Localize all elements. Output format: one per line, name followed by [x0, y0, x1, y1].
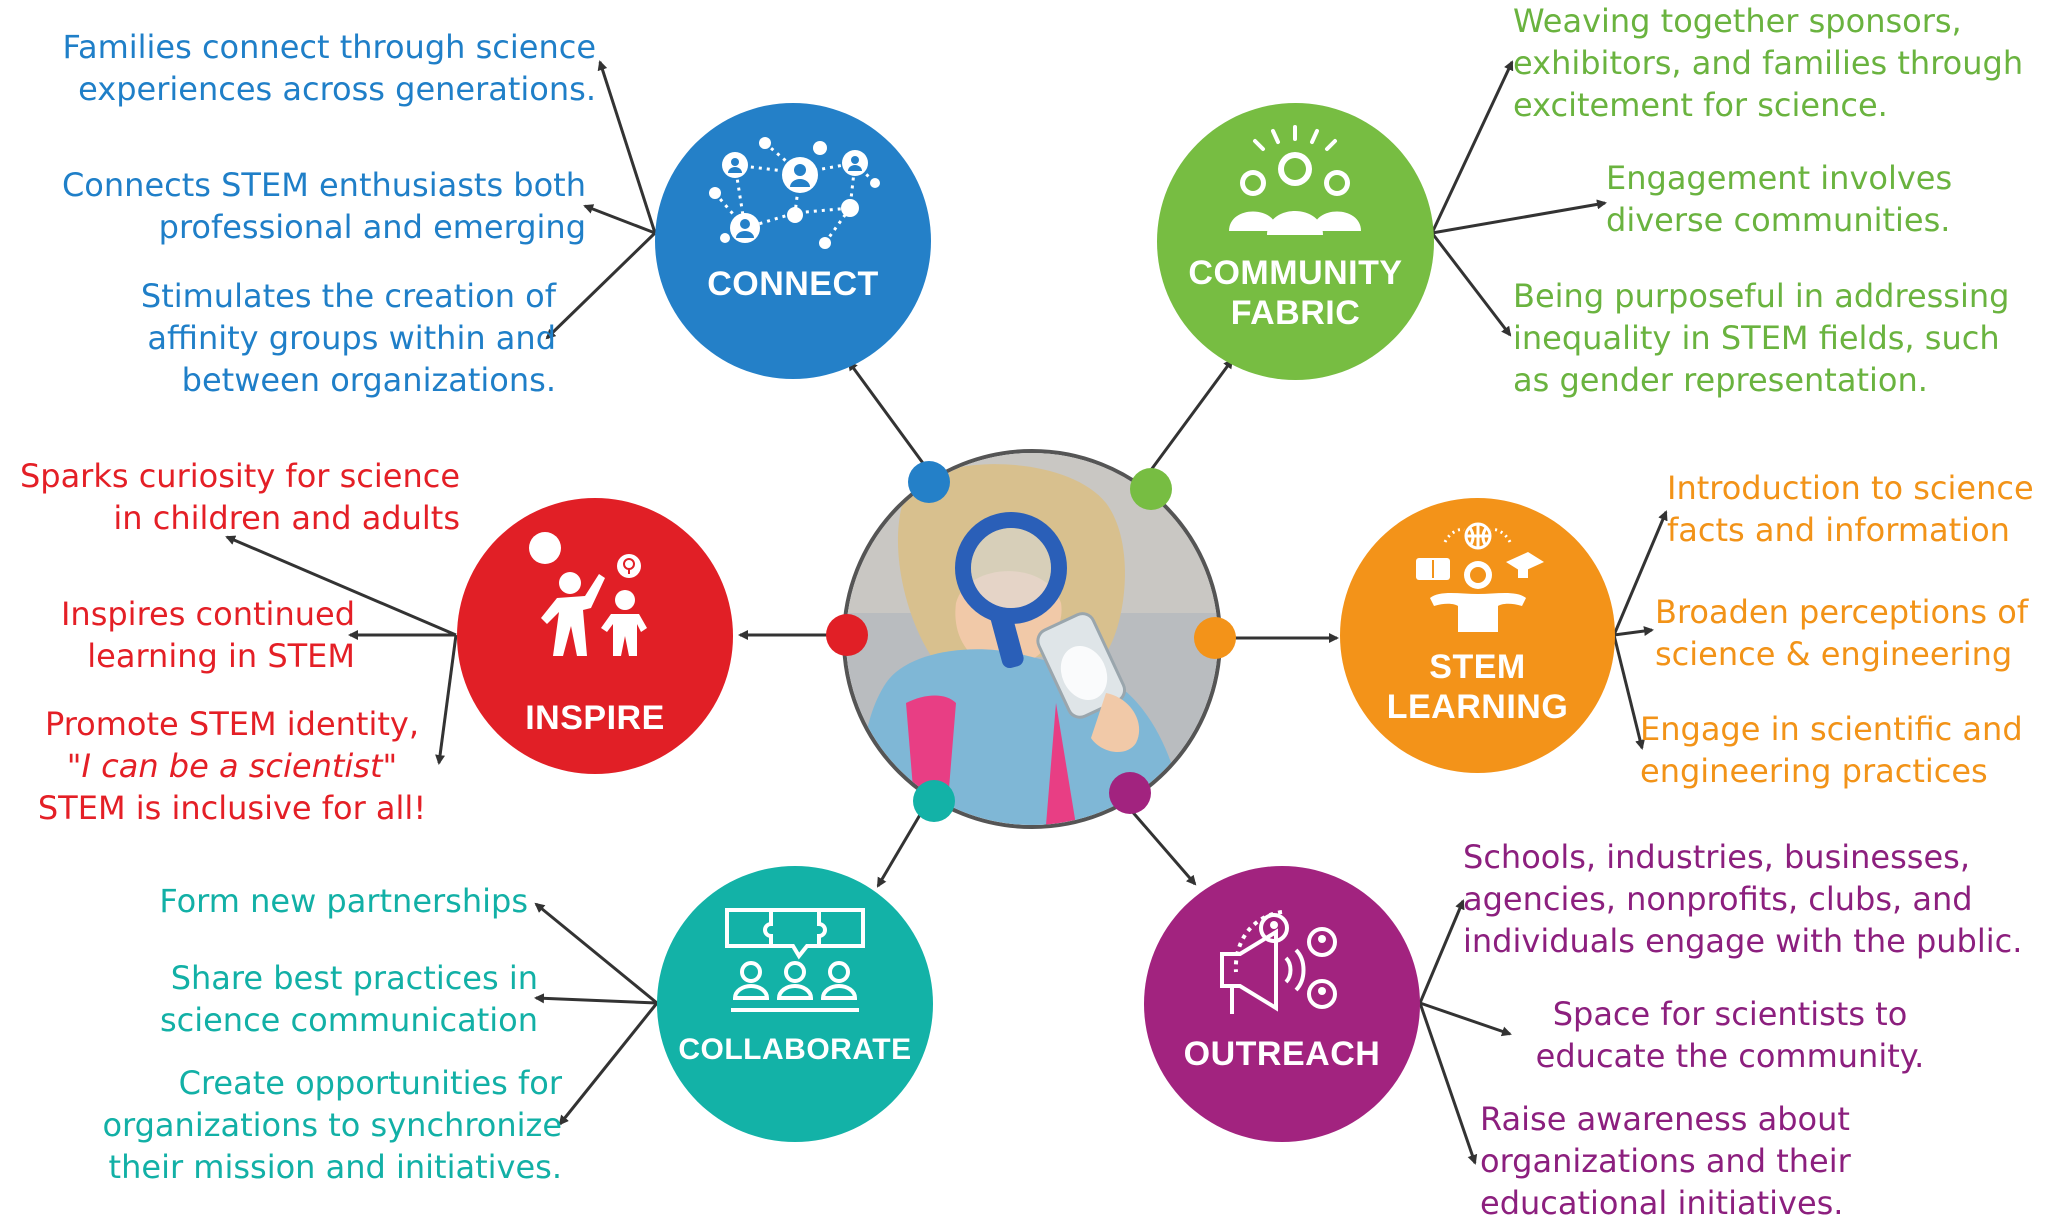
inspire-note-3-line3: STEM is inclusive for all! [37, 789, 427, 827]
megaphone-icon [1220, 910, 1337, 1014]
inspire-note-2-line2: learning in STEM [87, 637, 355, 675]
collaborate-note-3-line3: their mission and initiatives. [108, 1148, 562, 1186]
collaborate-note-2: Share best practices in science communic… [160, 957, 538, 1041]
collaborate-note-1: Form new partnerships [159, 880, 528, 922]
outreach-label: OUTREACH [1183, 1035, 1381, 1073]
inspired-people-icon [529, 532, 647, 656]
connect-note-2-line2: professional and emerging [158, 208, 586, 246]
community-dot [1130, 468, 1172, 510]
stem-dot [1194, 617, 1236, 659]
collaborate-note-3: Create opportunities for organizations t… [102, 1062, 562, 1188]
inspire-hub: INSPIRE [457, 498, 733, 774]
inspire-note-3-line1: Promote STEM identity, [44, 705, 420, 743]
connect-note-2: Connects STEM enthusiasts both professio… [62, 164, 586, 248]
puzzle-chat-icon [725, 908, 865, 1012]
community-note-1-line1: Weaving together sponsors, [1513, 2, 1962, 40]
inspire-note-1-line1: Sparks curiosity for science [19, 457, 460, 495]
connect-note-1-line1: Families connect through science [62, 28, 597, 66]
community-note-3-line2: inequality in STEM fields, such [1513, 319, 2000, 357]
community-group-icon [1229, 125, 1361, 235]
collaborate-note-3-line2: organizations to synchronize [102, 1106, 562, 1144]
stem-note-3-line2: engineering practices [1640, 752, 1988, 790]
community-label-line1: COMMUNITY [1188, 254, 1403, 292]
community-note-3-line1: Being purposeful in addressing [1513, 277, 2010, 315]
stem-learner-icon [1416, 522, 1544, 632]
outreach-hub: OUTREACH [1144, 866, 1420, 1142]
inspire-note-3: Promote STEM identity, "I can be a scien… [22, 703, 442, 829]
stem-note-1-line2: facts and information [1667, 511, 2010, 549]
stem-note-1: Introduction to science facts and inform… [1667, 467, 2034, 551]
community-label-line2: FABRIC [1230, 294, 1361, 332]
outreach-dot [1109, 772, 1151, 814]
inspire-note-2: Inspires continued learning in STEM [61, 593, 355, 677]
connect-label: CONNECT [707, 265, 879, 303]
collaborate-note-3-line1: Create opportunities for [178, 1064, 562, 1102]
community-note-2-line1: Engagement involves [1606, 159, 1953, 197]
inspire-dot [826, 614, 868, 656]
inspire-note-1: Sparks curiosity for science in children… [20, 455, 460, 539]
community-note-2-line2: diverse communities. [1606, 201, 1951, 239]
outreach-note-1-line2: agencies, nonprofits, clubs, and [1463, 880, 1973, 918]
collaborate-dot [913, 780, 955, 822]
stem-note-1-line1: Introduction to science [1667, 469, 2034, 507]
child-magnifying-glass-photo [842, 449, 1222, 829]
community-note-2: Engagement involves diverse communities. [1606, 157, 1952, 241]
community-note-1-line3: excitement for science. [1513, 86, 1888, 124]
collaborate-hub: COLLABORATE [657, 866, 933, 1142]
inspire-note-1-line2: in children and adults [113, 499, 460, 537]
collaborate-note-2-line1: Share best practices in [170, 959, 538, 997]
stem-note-3: Engage in scientific and engineering pra… [1640, 708, 2023, 792]
stem-note-3-line1: Engage in scientific and [1640, 710, 2023, 748]
community-fabric-hub: COMMUNITY FABRIC [1157, 103, 1434, 380]
collaborate-note-1-line1: Form new partnerships [159, 882, 528, 920]
inspire-note-2-line1: Inspires continued [60, 595, 355, 633]
outreach-note-1: Schools, industries, businesses, agencie… [1463, 836, 2022, 962]
community-note-3: Being purposeful in addressing inequalit… [1513, 275, 2009, 401]
stem-learning-hub: STEM LEARNING [1340, 498, 1615, 773]
outreach-note-3-line1: Raise awareness about [1480, 1100, 1850, 1138]
collaborate-note-2-line2: science communication [159, 1001, 538, 1039]
community-fabric-label: COMMUNITY FABRIC [1157, 253, 1434, 333]
stem-label-line2: LEARNING [1386, 688, 1569, 726]
connect-note-2-line1: Connects STEM enthusiasts both [61, 166, 586, 204]
connect-hub: CONNECT [655, 103, 931, 379]
outreach-note-3-line3: educational initiatives. [1480, 1184, 1844, 1222]
connect-note-3-line3: between organizations. [181, 361, 556, 399]
outreach-note-2-line1: Space for scientists to [1552, 995, 1908, 1033]
connect-note-3-line2: affinity groups within and [147, 319, 556, 357]
connect-note-3-line1: Stimulates the creation of [140, 277, 556, 315]
outreach-note-2-line2: educate the community. [1535, 1037, 1925, 1075]
stem-note-2: Broaden perceptions of science & enginee… [1655, 591, 2028, 675]
connect-note-3: Stimulates the creation of affinity grou… [141, 275, 556, 401]
outreach-note-1-line3: individuals engage with the public. [1463, 922, 2023, 960]
collaborate-label: COLLABORATE [678, 1033, 912, 1066]
network-people-icon [709, 137, 880, 249]
community-note-1: Weaving together sponsors, exhibitors, a… [1513, 0, 2023, 126]
outreach-note-2: Space for scientists to educate the comm… [1480, 993, 1980, 1077]
stem-note-2-line1: Broaden perceptions of [1655, 593, 2029, 631]
community-note-3-line3: as gender representation. [1513, 361, 1928, 399]
connect-dot [908, 461, 950, 503]
outreach-note-1-line1: Schools, industries, businesses, [1463, 838, 1970, 876]
stem-learning-label: STEM LEARNING [1340, 647, 1615, 727]
stem-label-line1: STEM [1429, 648, 1526, 686]
stem-note-2-line2: science & engineering [1655, 635, 2013, 673]
outreach-note-3-line2: organizations and their [1480, 1142, 1851, 1180]
inspire-note-3-line2: "I can be a scientist" [66, 747, 398, 785]
inspire-label: INSPIRE [525, 699, 665, 737]
outreach-note-3: Raise awareness about organizations and … [1480, 1098, 1851, 1224]
community-note-1-line2: exhibitors, and families through [1513, 44, 2024, 82]
connect-note-1-line2: experiences across generations. [78, 70, 596, 108]
connect-note-1: Families connect through science experie… [63, 26, 597, 110]
